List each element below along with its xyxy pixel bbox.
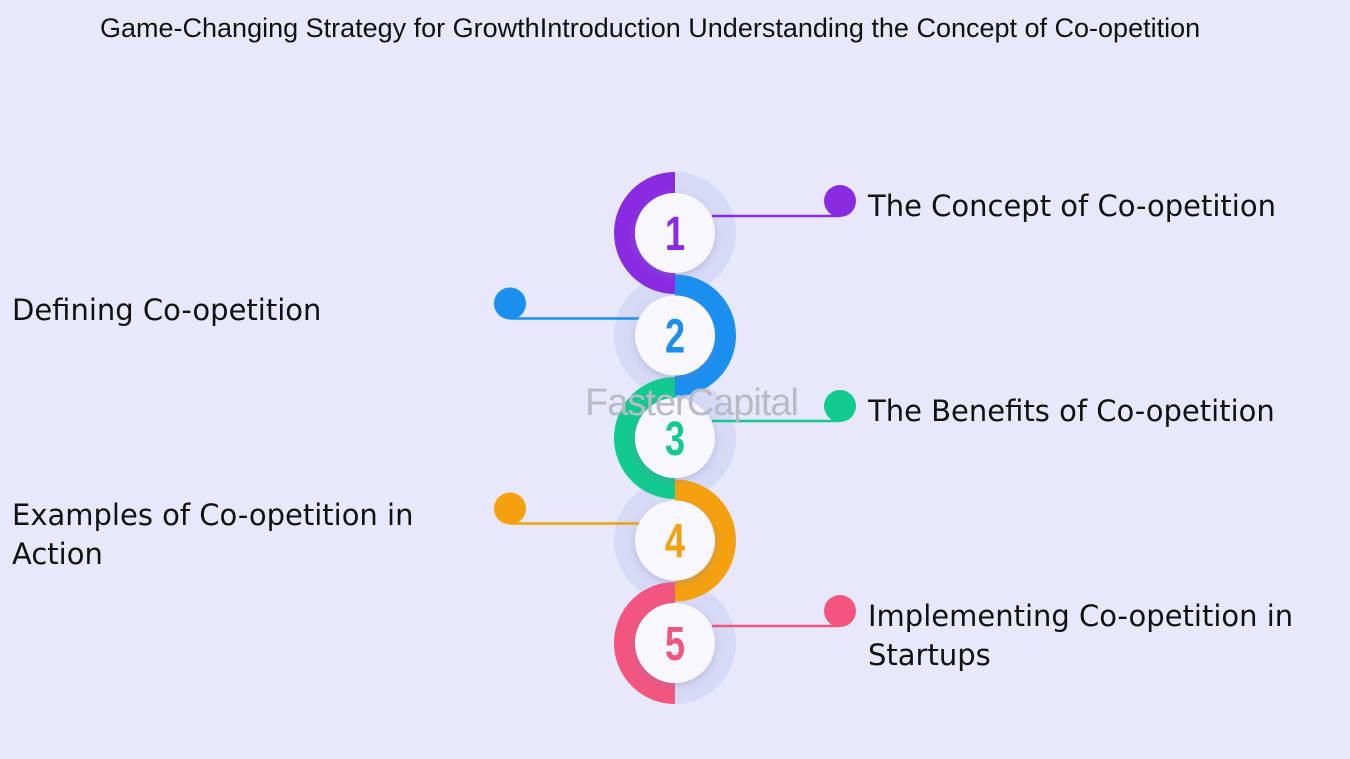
step-label-5: Implementing Co-opetition in Startups — [868, 599, 1294, 672]
step-number-4: 4 — [665, 515, 685, 568]
step-arc-2 — [675, 274, 736, 397]
number-discs: 1 2 3 4 5 — [635, 193, 715, 683]
connectors — [494, 185, 856, 628]
watermark: FasterCapital — [585, 382, 799, 424]
colored-arcs — [614, 172, 736, 704]
connector-dot — [494, 287, 526, 320]
step-arc-4 — [675, 479, 736, 602]
number-disc — [635, 603, 715, 683]
step-arc-3 — [614, 377, 675, 499]
connector-dot — [824, 595, 856, 627]
page-title: Game-Changing Strategy for GrowthIntrodu… — [100, 13, 1201, 43]
number-disc — [635, 500, 715, 581]
step-number-2: 2 — [665, 310, 685, 363]
connector-dot — [824, 390, 856, 422]
connector-dot — [824, 185, 856, 217]
step-label-3: The Benefits of Co-opetition — [868, 394, 1275, 428]
number-disc — [635, 295, 715, 376]
step-arc-1 — [614, 172, 675, 294]
number-disc — [635, 193, 715, 273]
step-label-4: Examples of Co-opetition in Action — [12, 497, 414, 571]
step-number-5: 5 — [665, 617, 685, 670]
connector-dot — [494, 492, 526, 525]
step-label-1: The Concept of Co-opetition — [868, 189, 1276, 223]
number-disc — [635, 398, 715, 478]
step-label-2: Defining Co-opetition — [12, 292, 322, 327]
step-number-3: 3 — [665, 412, 685, 465]
step-arc-5 — [614, 582, 675, 704]
step-number-1: 1 — [665, 207, 685, 260]
